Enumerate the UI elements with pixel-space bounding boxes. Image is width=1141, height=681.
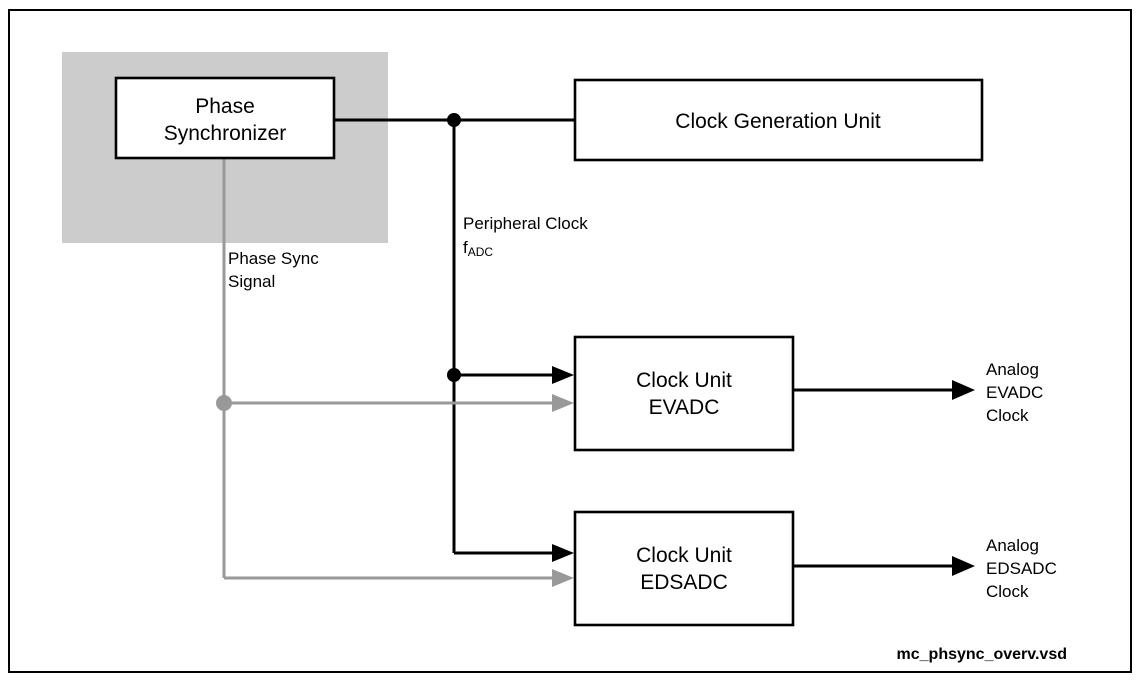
block-clock-unit-evadc-label-line2: EVADC xyxy=(649,396,720,419)
label-phase-sync-signal-line2: Signal xyxy=(228,272,275,291)
label-peripheral-clock: Peripheral Clock xyxy=(463,214,588,233)
label-analog-edsadc-clock-line2: EDSADC xyxy=(986,559,1057,578)
label-peripheral-clock-symbol: fADC xyxy=(463,238,493,259)
block-clock-unit-evadc[interactable] xyxy=(573,335,795,452)
arrowhead-phase-sync-into-edsadc xyxy=(552,569,574,587)
arrowhead-into-edsadc-clock xyxy=(552,544,574,562)
block-clock-unit-edsadc[interactable] xyxy=(573,510,795,627)
arrowhead-into-evadc-clock xyxy=(552,366,574,384)
file-caption: mc_phsync_overv.vsd xyxy=(897,646,1067,663)
arrowhead-analog-edsadc-clock xyxy=(952,556,975,576)
label-fadc-base: f xyxy=(463,238,468,257)
arrowhead-phase-sync-into-evadc xyxy=(552,394,574,412)
label-phase-sync-signal-line1: Phase Sync xyxy=(228,249,319,268)
junction-dot-evadc-branch xyxy=(447,368,461,382)
arrowhead-analog-evadc-clock xyxy=(952,380,975,400)
block-clock-unit-edsadc-label-line2: EDSADC xyxy=(640,571,728,594)
block-clock-generation-unit[interactable] xyxy=(573,78,984,162)
label-analog-evadc-clock-line1: Analog xyxy=(986,360,1039,379)
label-fadc-subscript: ADC xyxy=(468,245,494,259)
block-clock-unit-evadc-label-line1: Clock Unit xyxy=(636,369,732,392)
block-phase-synchronizer[interactable] xyxy=(114,76,336,160)
block-phase-synchronizer-label-line2: Synchronizer xyxy=(164,122,287,145)
junction-dot-cgu-branch xyxy=(447,113,461,127)
label-analog-evadc-clock-line2: EVADC xyxy=(986,383,1043,402)
label-analog-edsadc-clock-line1: Analog xyxy=(986,536,1039,555)
block-clock-generation-unit-label: Clock Generation Unit xyxy=(675,110,881,133)
label-analog-edsadc-clock-line3: Clock xyxy=(986,582,1029,601)
junction-dot-phase-sync-branch xyxy=(216,395,232,411)
block-phase-synchronizer-label-line1: Phase xyxy=(195,95,255,118)
label-analog-evadc-clock-line3: Clock xyxy=(986,406,1029,425)
block-clock-unit-edsadc-label-line1: Clock Unit xyxy=(636,544,732,567)
